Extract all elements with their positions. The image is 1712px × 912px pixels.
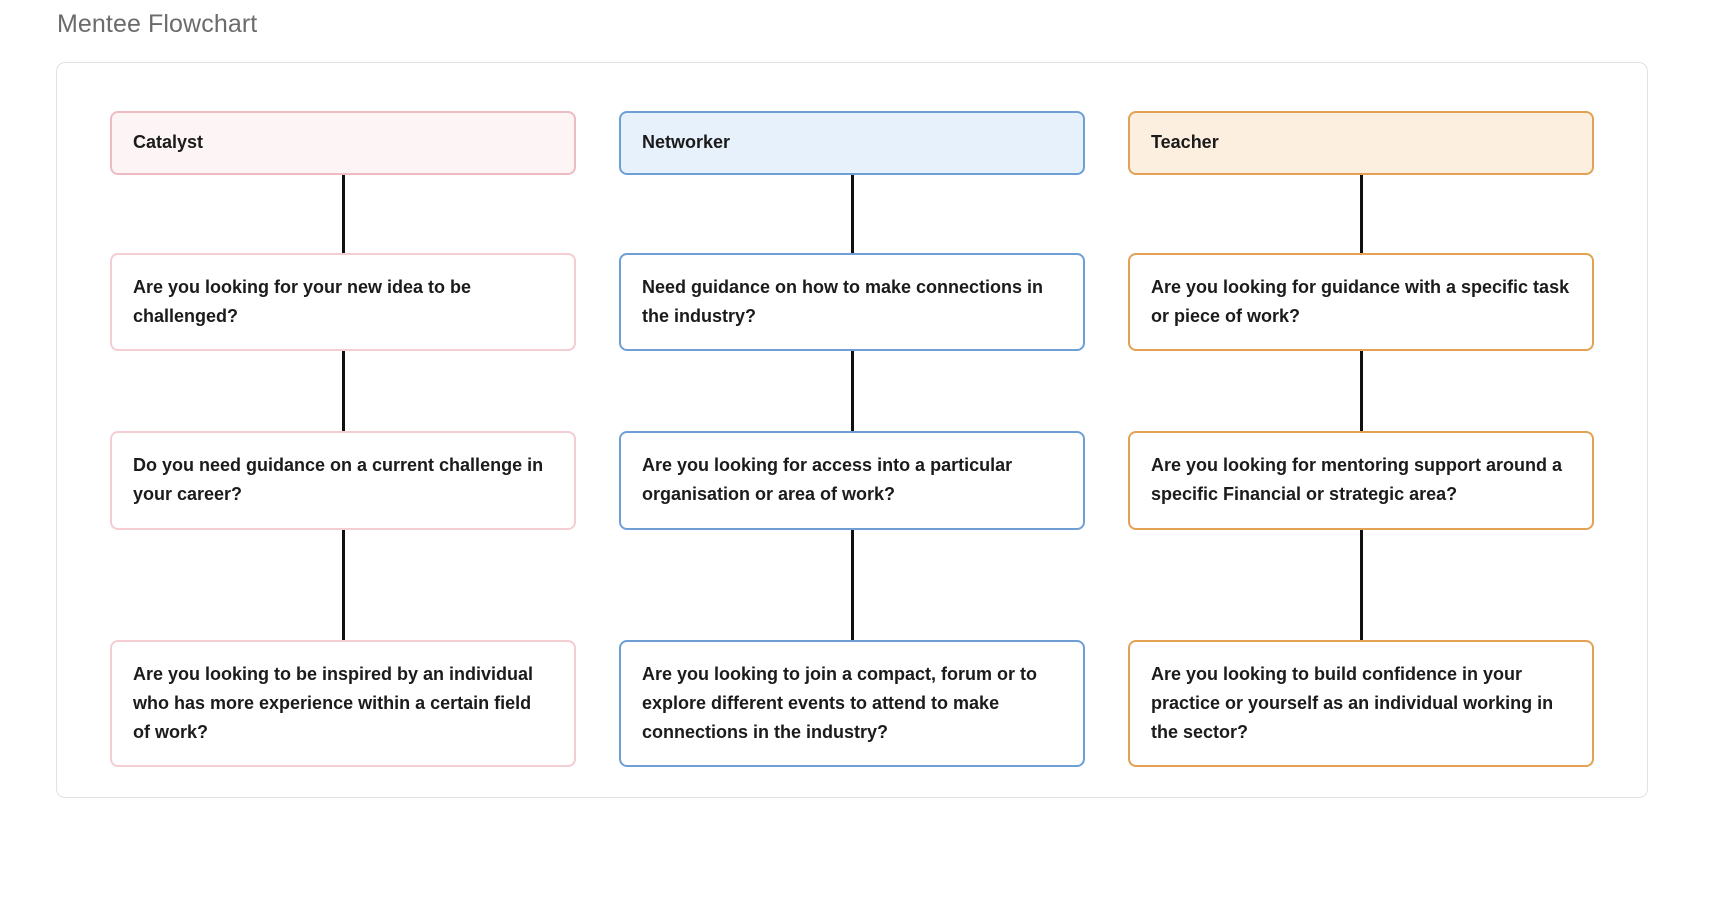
connector-catalyst-2	[110, 351, 576, 431]
node-networker-question-1[interactable]: Need guidance on how to make connections…	[619, 253, 1085, 352]
node-networker-question-2[interactable]: Are you looking for access into a partic…	[619, 431, 1085, 530]
node-text: Need guidance on how to make connections…	[642, 277, 1044, 327]
connector-teacher-3	[1128, 530, 1594, 640]
connector-teacher-2	[1128, 351, 1594, 431]
node-networker-header[interactable]: Networker	[619, 111, 1085, 175]
row-slot-question-3: Are you looking to be inspired by an ind…	[110, 639, 576, 770]
connector-catalyst-3	[110, 530, 576, 640]
node-text: Are you looking for your new idea to be …	[133, 277, 472, 327]
node-title: Teacher	[1151, 132, 1219, 153]
row-slot-header: Networker	[619, 111, 1085, 175]
node-text: Are you looking to be inspired by an ind…	[133, 663, 534, 742]
node-teacher-question-1[interactable]: Are you looking for guidance with a spec…	[1128, 253, 1594, 352]
connector-teacher-1	[1128, 175, 1594, 253]
node-catalyst-question-2[interactable]: Do you need guidance on a current challe…	[110, 431, 576, 530]
connector-catalyst-1	[110, 175, 576, 253]
node-text: Are you looking for guidance with a spec…	[1151, 277, 1570, 327]
row-slot-question-2: Do you need guidance on a current challe…	[110, 431, 576, 530]
node-catalyst-question-1[interactable]: Are you looking for your new idea to be …	[110, 253, 576, 352]
node-text: Are you looking to join a compact, forum…	[642, 663, 1038, 742]
flowchart-columns: Catalyst Are you looking for your new id…	[57, 63, 1647, 797]
node-networker-question-3[interactable]: Are you looking to join a compact, forum…	[619, 639, 1085, 768]
flow-column-teacher: Teacher Are you looking for guidance wit…	[1128, 111, 1594, 797]
node-text: Do you need guidance on a current challe…	[133, 455, 544, 505]
node-text: Are you looking to build confidence in y…	[1151, 663, 1554, 742]
node-teacher-header[interactable]: Teacher	[1128, 111, 1594, 175]
row-slot-question-2: Are you looking for access into a partic…	[619, 431, 1085, 530]
node-title: Catalyst	[133, 132, 204, 153]
node-text: Are you looking for access into a partic…	[642, 455, 1013, 505]
connector-networker-1	[619, 175, 1085, 253]
node-catalyst-header[interactable]: Catalyst	[110, 111, 576, 175]
flowchart-container: Catalyst Are you looking for your new id…	[56, 62, 1648, 798]
connector-networker-2	[619, 351, 1085, 431]
row-slot-question-3: Are you looking to join a compact, forum…	[619, 639, 1085, 770]
row-slot-header: Teacher	[1128, 111, 1594, 175]
node-teacher-question-3[interactable]: Are you looking to build confidence in y…	[1128, 639, 1594, 768]
page-title: Mentee Flowchart	[57, 10, 258, 38]
node-teacher-question-2[interactable]: Are you looking for mentoring support ar…	[1128, 431, 1594, 530]
node-text: Are you looking for mentoring support ar…	[1151, 455, 1563, 505]
node-catalyst-question-3[interactable]: Are you looking to be inspired by an ind…	[110, 639, 576, 768]
row-slot-question-3: Are you looking to build confidence in y…	[1128, 639, 1594, 770]
connector-networker-3	[619, 530, 1085, 640]
row-slot-question-1: Need guidance on how to make connections…	[619, 253, 1085, 352]
row-slot-question-1: Are you looking for your new idea to be …	[110, 253, 576, 352]
node-title: Networker	[642, 132, 731, 153]
flow-column-catalyst: Catalyst Are you looking for your new id…	[110, 111, 576, 797]
row-slot-question-2: Are you looking for mentoring support ar…	[1128, 431, 1594, 530]
row-slot-question-1: Are you looking for guidance with a spec…	[1128, 253, 1594, 352]
row-slot-header: Catalyst	[110, 111, 576, 175]
flow-column-networker: Networker Need guidance on how to make c…	[619, 111, 1085, 797]
